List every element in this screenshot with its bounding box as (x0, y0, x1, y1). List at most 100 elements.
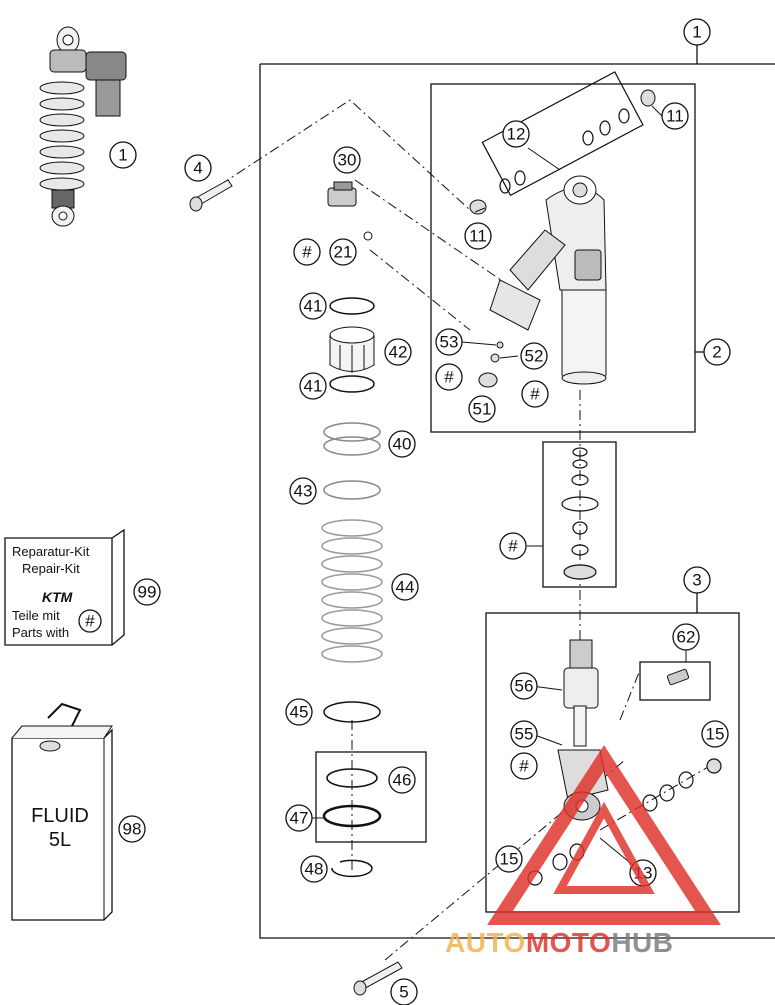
repair-kit-line1: Reparatur-Kit (12, 544, 90, 559)
line-62 (619, 669, 641, 721)
svg-text:#: # (519, 757, 529, 776)
callout-11-lower: 11 (464, 222, 492, 250)
main-assembly-frame (259, 63, 775, 939)
svg-text:21: 21 (334, 243, 353, 262)
svg-text:#: # (85, 612, 95, 631)
kit-parts (561, 447, 599, 580)
svg-text:98: 98 (123, 820, 142, 839)
callout-98: 98 (118, 815, 146, 843)
callout-30: 30 (333, 146, 361, 174)
callout-42: 42 (384, 338, 412, 366)
svg-text:45: 45 (290, 703, 309, 722)
callout-1-shock: 1 (109, 141, 137, 169)
ktm-logo: KTM (42, 589, 73, 605)
bush-11-upper (640, 89, 656, 107)
circlip-48 (331, 859, 373, 878)
svg-text:#: # (508, 537, 518, 556)
callout-99: 99 (133, 578, 161, 606)
svg-text:AUTOMOTOHUB: AUTOMOTOHUB (445, 927, 673, 958)
svg-text:3: 3 (692, 571, 701, 590)
callout-48: 48 (300, 855, 328, 883)
callout-2: 2 (703, 338, 731, 366)
svg-text:53: 53 (440, 333, 459, 352)
svg-text:48: 48 (305, 860, 324, 879)
small-parts-51-53 (478, 341, 504, 388)
box-hash-kit (542, 441, 617, 588)
svg-text:#: # (444, 368, 454, 387)
watermark-hub: HUB (611, 927, 673, 958)
ring-43 (323, 480, 381, 500)
watermark-auto: AUTO (445, 927, 526, 958)
bolt-4 (189, 179, 233, 212)
callout-15-left: 15 (495, 845, 523, 873)
callout-1-top: 1 (683, 18, 711, 46)
svg-text:11: 11 (666, 107, 684, 126)
pin-21 (363, 231, 373, 241)
svg-text:1: 1 (692, 23, 701, 42)
seal-47 (322, 804, 382, 828)
callout-5: 5 (390, 978, 418, 1005)
pin-21-line (369, 249, 471, 331)
leaders (312, 105, 687, 867)
callout-4: 4 (184, 154, 212, 182)
callout-3: 3 (683, 566, 711, 594)
valve-30-line (354, 179, 531, 301)
spring-seat-40 (323, 422, 381, 456)
bush-11-lower (469, 199, 487, 215)
svg-text:99: 99 (138, 583, 157, 602)
svg-text:5: 5 (399, 983, 408, 1002)
callout-15-right: 15 (701, 720, 729, 748)
callout-44: 44 (391, 573, 419, 601)
callout-56: 56 (510, 672, 538, 700)
svg-text:30: 30 (338, 151, 357, 170)
watermark-triangle (487, 745, 721, 925)
adjuster-nut-42 (329, 326, 375, 373)
svg-text:44: 44 (396, 578, 415, 597)
bolt-4-line (219, 99, 471, 211)
svg-text:41: 41 (304, 297, 323, 316)
box-46-47 (315, 751, 427, 843)
washers-12 (481, 71, 644, 197)
svg-text:15: 15 (706, 725, 725, 744)
svg-text:2: 2 (712, 343, 721, 362)
svg-text:46: 46 (393, 771, 412, 790)
callout-hash-52: # (521, 380, 549, 408)
fluid-label2: 5L (49, 829, 71, 851)
reservoir-body-2 (489, 175, 607, 385)
fluid-can: FLUID 5L (11, 702, 113, 921)
svg-text:43: 43 (294, 482, 313, 501)
bolt-5 (353, 961, 403, 996)
svg-text:40: 40 (393, 435, 412, 454)
spring-44 (321, 519, 383, 663)
callout-52: 52 (520, 342, 548, 370)
callout-21: 21 (329, 238, 357, 266)
ring-41-upper (329, 297, 375, 315)
svg-text:12: 12 (507, 125, 526, 144)
valve-30 (327, 181, 357, 207)
shock-absorber-complete (39, 26, 127, 227)
callout-41-upper: 41 (299, 292, 327, 320)
box-2 (430, 83, 696, 433)
svg-text:56: 56 (515, 677, 534, 696)
callout-41-lower: 41 (299, 372, 327, 400)
repair-kit-line4: Parts with (12, 625, 69, 640)
callout-46: 46 (388, 766, 416, 794)
washers-13-15 (527, 758, 722, 886)
svg-text:4: 4 (193, 159, 202, 178)
callout-hash-box: # (499, 532, 527, 560)
callout-47: 47 (285, 804, 313, 832)
repair-kit-line3: Teile mit (12, 608, 60, 623)
svg-text:55: 55 (515, 725, 534, 744)
watermark: AUTOMOTOHUB (445, 745, 721, 958)
svg-text:42: 42 (389, 343, 408, 362)
svg-text:47: 47 (290, 809, 309, 828)
callout-hash-21: # (293, 238, 321, 266)
svg-text:11: 11 (469, 227, 487, 246)
valve-62 (666, 668, 690, 686)
callout-hash-55: # (510, 752, 538, 780)
ring-45 (323, 701, 381, 723)
frames (259, 44, 775, 939)
fluid-label1: FLUID (31, 805, 89, 827)
callout-55: 55 (510, 720, 538, 748)
callout-62: 62 (672, 623, 700, 651)
